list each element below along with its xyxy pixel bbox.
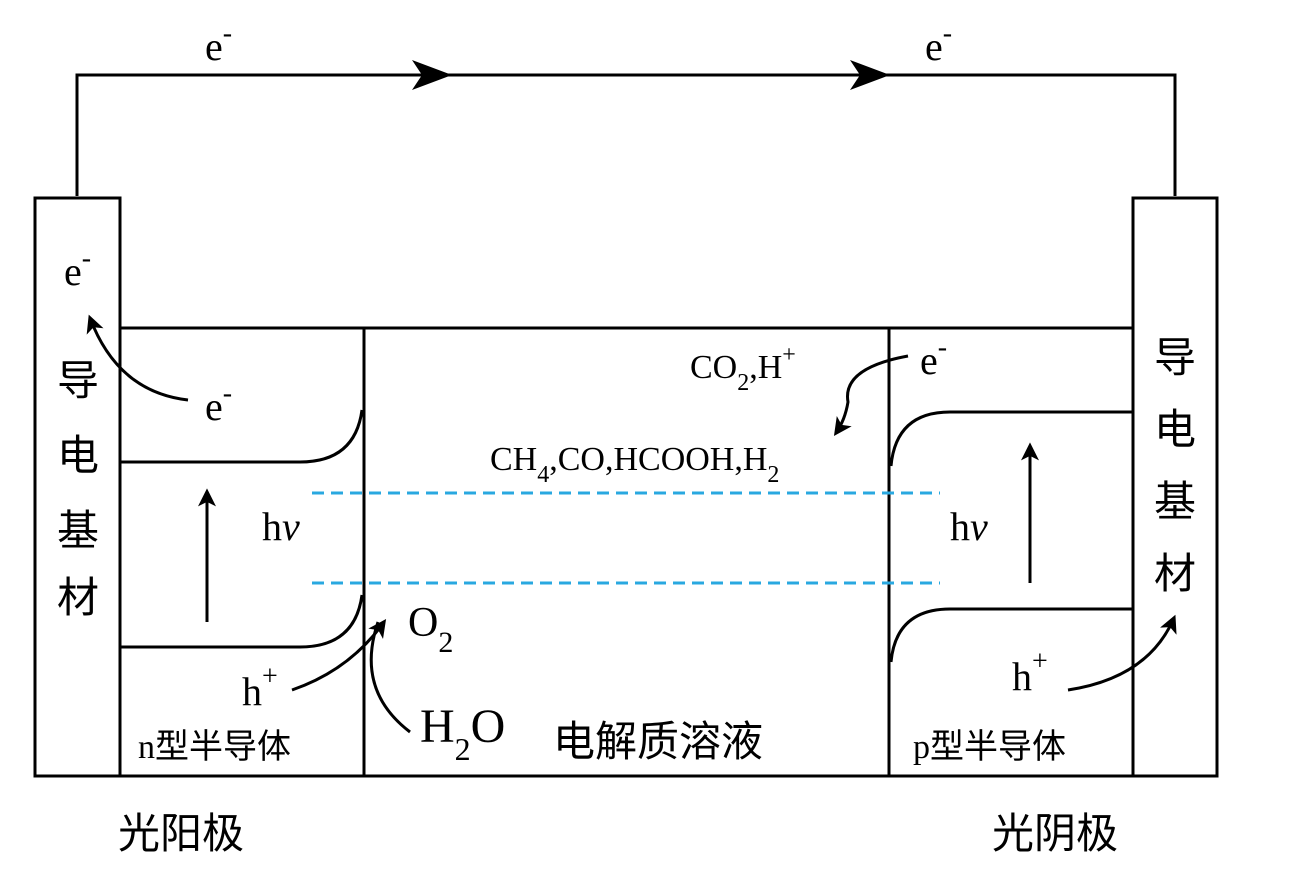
svg-text:基: 基 — [57, 506, 99, 555]
electrolyte-label: 电解质溶液 — [553, 717, 763, 766]
cathode-electron-label: e- — [920, 332, 947, 383]
anode-collected-electron: e- — [64, 243, 91, 294]
anode-hole-label: h+ — [242, 661, 278, 714]
cathode-photon-label: hν — [950, 504, 988, 549]
circuit-electron-left: e- — [205, 18, 232, 69]
svg-text:导: 导 — [1154, 333, 1196, 382]
svg-text:导: 导 — [57, 356, 99, 405]
right-conductive-substrate — [1131, 196, 1219, 778]
water-oxidation-arrow — [369, 621, 411, 734]
anode-electron-transfer-arrow — [86, 314, 189, 402]
photoanode-caption: 光阳极 — [118, 809, 244, 858]
cathode-hole-transfer-arrow — [1067, 614, 1177, 692]
anode-valence-band — [120, 594, 364, 649]
water-label: H2O — [420, 700, 505, 767]
right-substrate-label: 导 电 基 材 — [1154, 333, 1196, 598]
products-label: CH4,CO,HCOOH,H2 — [490, 441, 779, 488]
co2-reduction-arrow — [833, 354, 909, 436]
oxygen-label: O2 — [408, 600, 453, 659]
reactant-label: CO2,H+ — [690, 342, 796, 396]
anode-semiconductor-label: n型半导体 — [138, 727, 291, 767]
cathode-hole-label: h+ — [1012, 646, 1048, 699]
svg-text:材: 材 — [1154, 549, 1196, 598]
circuit-arrow-left — [412, 60, 452, 90]
cathode-valence-band — [889, 607, 1133, 663]
circuit-arrow-right — [850, 60, 890, 90]
photocathode-caption: 光阴极 — [992, 809, 1118, 858]
circuit-electron-right: e- — [925, 18, 952, 69]
left-conductive-substrate — [33, 196, 122, 778]
anode-photon-label: hν — [262, 504, 300, 549]
svg-text:e-: e- — [925, 18, 952, 69]
left-substrate-label: 导 电 基 材 — [57, 356, 99, 622]
svg-text:材: 材 — [57, 573, 99, 622]
svg-text:e-: e- — [205, 18, 232, 69]
svg-text:基: 基 — [1154, 477, 1196, 526]
cathode-conduction-band — [889, 410, 1133, 467]
cathode-semiconductor-label: p型半导体 — [913, 727, 1066, 767]
anode-conduction-band — [120, 409, 364, 464]
svg-text:电: 电 — [57, 431, 99, 480]
svg-text:电: 电 — [1154, 405, 1196, 454]
external-circuit-wire — [75, 73, 1177, 196]
anode-cb-electron: e- — [205, 378, 232, 429]
